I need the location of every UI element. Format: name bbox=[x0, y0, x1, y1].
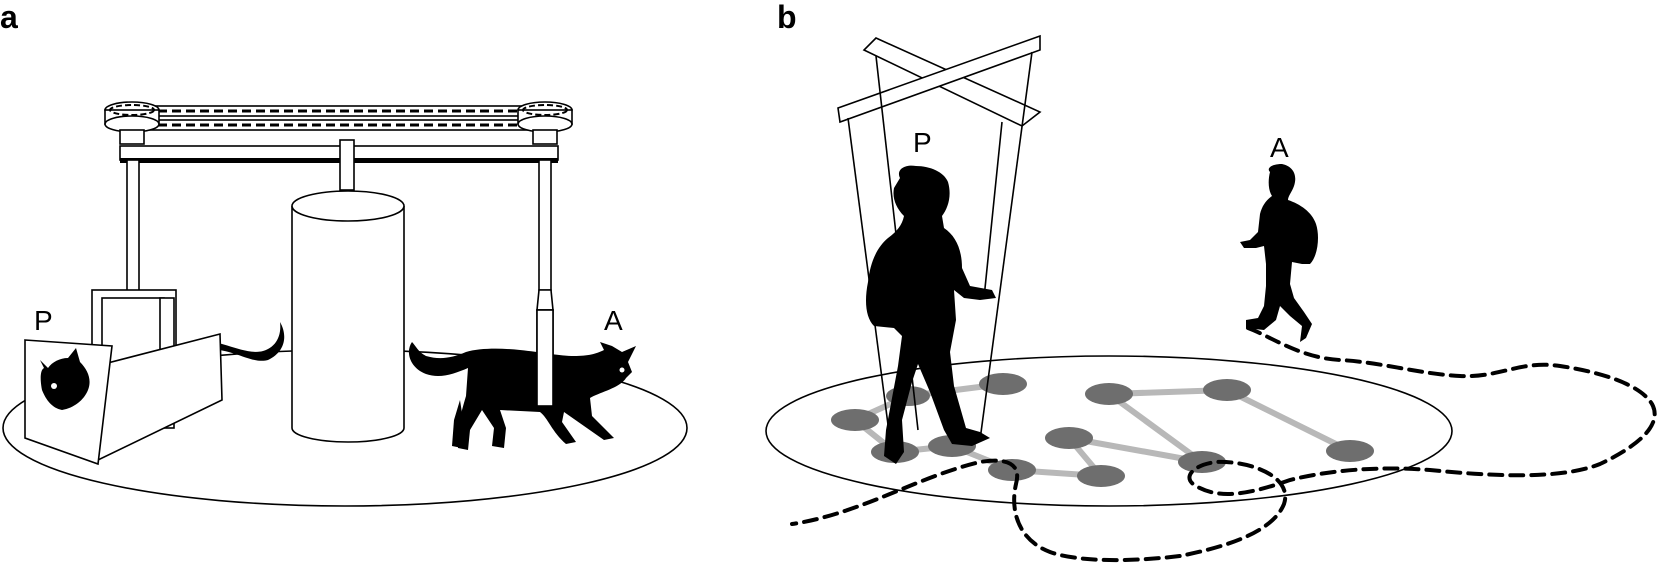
panel-b-letter: b bbox=[777, 0, 797, 35]
carousel-boom bbox=[119, 139, 559, 191]
network-node bbox=[988, 459, 1036, 481]
network-node bbox=[1326, 440, 1374, 462]
central-cylinder bbox=[291, 190, 405, 443]
panel-a-passive-label: P bbox=[34, 305, 53, 336]
network-nodes bbox=[831, 373, 1374, 487]
active-child-icon bbox=[1240, 164, 1318, 342]
passive-cat-icon bbox=[40, 348, 90, 410]
panel-a: a bbox=[0, 0, 688, 507]
post-front bbox=[536, 309, 554, 407]
passive-child-icon bbox=[866, 165, 996, 464]
active-walk-path bbox=[790, 326, 1657, 563]
suspension-frame-icon bbox=[837, 34, 1042, 441]
network-node bbox=[831, 409, 879, 431]
panel-b-active-label: A bbox=[1270, 132, 1289, 163]
panel-b: b bbox=[765, 0, 1657, 563]
panel-b-passive-label: P bbox=[913, 127, 932, 158]
network-node bbox=[1203, 379, 1251, 401]
left-post bbox=[126, 159, 140, 293]
network-node bbox=[1085, 383, 1133, 405]
panel-b-floor bbox=[765, 355, 1453, 507]
network-node bbox=[1077, 465, 1125, 487]
carousel-belt bbox=[104, 101, 573, 145]
network-node bbox=[1178, 451, 1226, 473]
active-cat-icon bbox=[408, 342, 636, 450]
panel-a-letter: a bbox=[0, 0, 18, 35]
gondola-carousel-icon bbox=[24, 289, 285, 466]
panel-a-active-label: A bbox=[604, 305, 623, 336]
network-node bbox=[979, 373, 1027, 395]
network-node bbox=[1045, 427, 1093, 449]
